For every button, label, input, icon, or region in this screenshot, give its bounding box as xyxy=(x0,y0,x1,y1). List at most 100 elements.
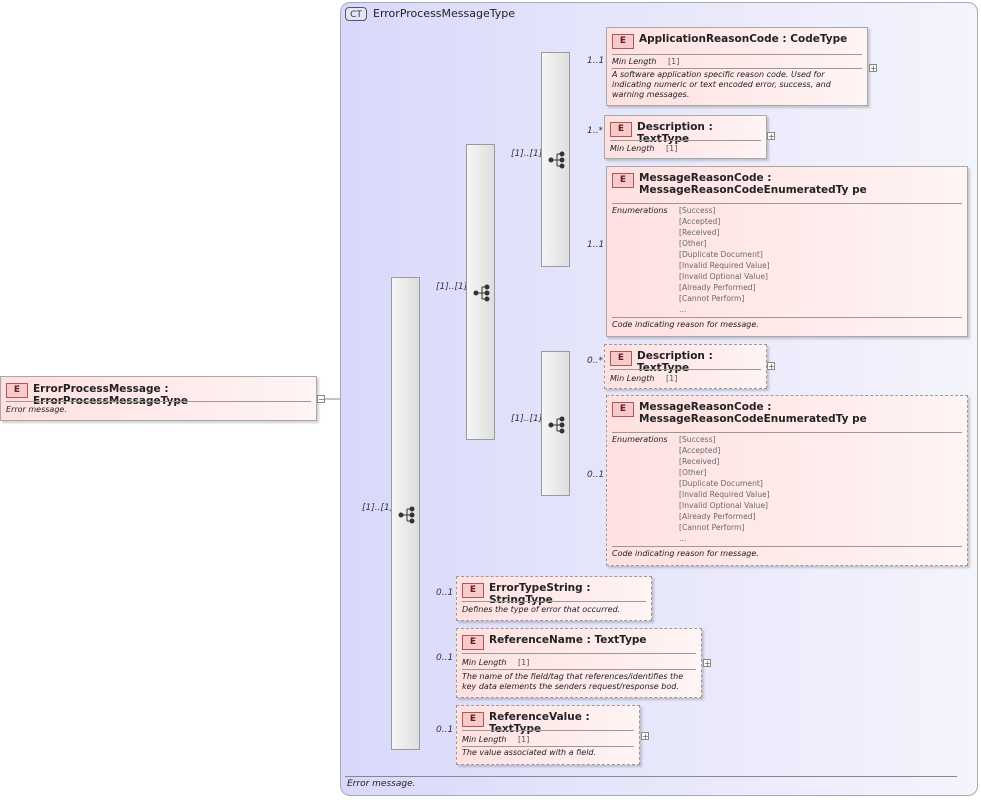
element-description: Code indicating reason for message. xyxy=(612,320,759,329)
enum-value: [Received] xyxy=(679,228,720,237)
min-length-label: Min Length xyxy=(462,735,507,744)
element-badge: E xyxy=(610,122,632,137)
element-description-2[interactable]: E Description : TextType Min Length [1] xyxy=(604,344,767,389)
sequence-compositor-b[interactable] xyxy=(541,351,570,496)
element-description: Error message. xyxy=(6,405,67,414)
element-name: MessageReasonCode xyxy=(639,401,764,413)
enum-value: [Accepted] xyxy=(679,217,721,226)
element-reference-value[interactable]: E ReferenceValue : TextType Min Length [… xyxy=(456,705,640,765)
element-badge: E xyxy=(462,712,484,727)
element-description: A software application specific reason c… xyxy=(612,70,831,99)
expand-icon[interactable]: + xyxy=(767,132,775,141)
min-length-value: [1] xyxy=(668,57,680,66)
enum-value: [Duplicate Document] xyxy=(679,250,763,259)
element-badge: E xyxy=(612,402,634,417)
enumeration-list: [Success] [Accepted] [Received] [Other] … xyxy=(679,205,770,315)
element-message-reason-code-1[interactable]: E MessageReasonCode : MessageReasonCodeE… xyxy=(606,166,968,337)
element-reference-name[interactable]: E ReferenceName : TextType Min Length [1… xyxy=(456,628,702,698)
element-type: TextType xyxy=(637,133,690,145)
element-error-type-string[interactable]: E ErrorTypeString : StringType Defines t… xyxy=(456,576,652,621)
cardinality-label: 1..* xyxy=(587,126,603,136)
enum-value: [Invalid Required Value] xyxy=(679,490,770,499)
enum-value: ... xyxy=(679,305,687,314)
enum-value: [Received] xyxy=(679,457,720,466)
element-title: MessageReasonCode : MessageReasonCodeEnu… xyxy=(639,401,963,425)
sequence-icon xyxy=(398,506,415,524)
colon-separator: : xyxy=(708,350,713,362)
min-length-value: [1] xyxy=(666,374,678,383)
min-length-label: Min Length xyxy=(462,658,507,667)
element-name: ErrorTypeString xyxy=(489,582,583,594)
min-length-label: Min Length xyxy=(610,144,655,153)
enum-value: [Success] xyxy=(679,435,716,444)
element-title: Description : TextType xyxy=(637,121,762,145)
divider xyxy=(610,140,761,141)
divider xyxy=(612,432,962,433)
colon-separator: : xyxy=(586,634,591,646)
enum-value: ... xyxy=(679,534,687,543)
divider xyxy=(612,54,862,55)
element-title: ReferenceName : TextType xyxy=(489,634,697,646)
complex-type-title: ErrorProcessMessageType xyxy=(373,7,516,20)
element-badge: E xyxy=(612,34,634,49)
cardinality-label: [1]..[1] xyxy=(436,282,468,292)
cardinality-label: [1]..[1] xyxy=(511,149,543,159)
colon-separator: : xyxy=(767,172,772,184)
element-title: ApplicationReasonCode : CodeType xyxy=(639,33,863,45)
divider xyxy=(462,669,696,670)
enum-value: [Success] xyxy=(679,206,716,215)
enum-value: [Already Performed] xyxy=(679,283,756,292)
colon-separator: : xyxy=(708,121,713,133)
divider xyxy=(462,746,634,747)
enum-value: [Invalid Required Value] xyxy=(679,261,770,270)
collapse-icon[interactable]: − xyxy=(317,395,325,404)
divider xyxy=(462,601,646,602)
enumerations-label: Enumerations xyxy=(612,206,668,215)
element-message-reason-code-2[interactable]: E MessageReasonCode : MessageReasonCodeE… xyxy=(606,395,968,566)
element-description-1[interactable]: E Description : TextType Min Length [1] xyxy=(604,115,767,159)
complex-type-description: Error message. xyxy=(347,779,416,789)
element-title: Description : TextType xyxy=(637,350,762,374)
element-application-reason-code[interactable]: E ApplicationReasonCode : CodeType Min L… xyxy=(606,27,868,106)
element-name: ReferenceName xyxy=(489,634,583,646)
cardinality-label: 0..1 xyxy=(436,725,454,735)
element-title: ErrorTypeString : StringType xyxy=(489,582,647,606)
expand-icon[interactable]: + xyxy=(869,64,877,73)
sequence-compositor-outer[interactable] xyxy=(391,277,420,750)
colon-separator: : xyxy=(585,711,590,723)
element-badge: E xyxy=(462,635,484,650)
expand-icon[interactable]: + xyxy=(767,362,775,371)
element-description: Defines the type of error that occurred. xyxy=(462,605,621,614)
colon-separator: : xyxy=(586,582,591,594)
element-type: CodeType xyxy=(790,33,848,45)
enum-value: [Cannot Perform] xyxy=(679,523,745,532)
element-description: The name of the field/tag that reference… xyxy=(462,672,684,691)
colon-separator: : xyxy=(767,401,772,413)
element-title: MessageReasonCode : MessageReasonCodeEnu… xyxy=(639,172,963,196)
element-name: ErrorProcessMessage xyxy=(33,383,161,395)
enum-value: [Other] xyxy=(679,468,707,477)
element-name: MessageReasonCode xyxy=(639,172,764,184)
element-name: ReferenceValue xyxy=(489,711,582,723)
sequence-compositor-middle[interactable] xyxy=(466,144,495,440)
element-badge: E xyxy=(6,383,28,398)
element-type: TextType xyxy=(637,362,690,374)
element-name: Description xyxy=(637,350,705,362)
element-name: ApplicationReasonCode xyxy=(639,33,779,45)
divider xyxy=(612,546,962,547)
cardinality-label: 0..* xyxy=(587,356,603,366)
expand-icon[interactable]: + xyxy=(641,732,649,741)
element-name: Description xyxy=(637,121,705,133)
sequence-icon xyxy=(548,416,565,434)
cardinality-label: 1..1 xyxy=(587,56,605,66)
element-type: MessageReasonCodeEnumeratedTy pe xyxy=(639,184,867,196)
expand-icon[interactable]: + xyxy=(703,659,711,668)
sequence-icon xyxy=(473,284,490,302)
root-element-errorprocessmessage[interactable]: E ErrorProcessMessage : ErrorProcessMess… xyxy=(0,376,317,421)
cardinality-label: [1]..[1] xyxy=(362,503,394,513)
sequence-compositor-a[interactable] xyxy=(541,52,570,267)
element-type: StringType xyxy=(489,594,553,606)
cardinality-label: 0..1 xyxy=(436,588,454,598)
element-badge: E xyxy=(612,173,634,188)
enum-value: [Duplicate Document] xyxy=(679,479,763,488)
